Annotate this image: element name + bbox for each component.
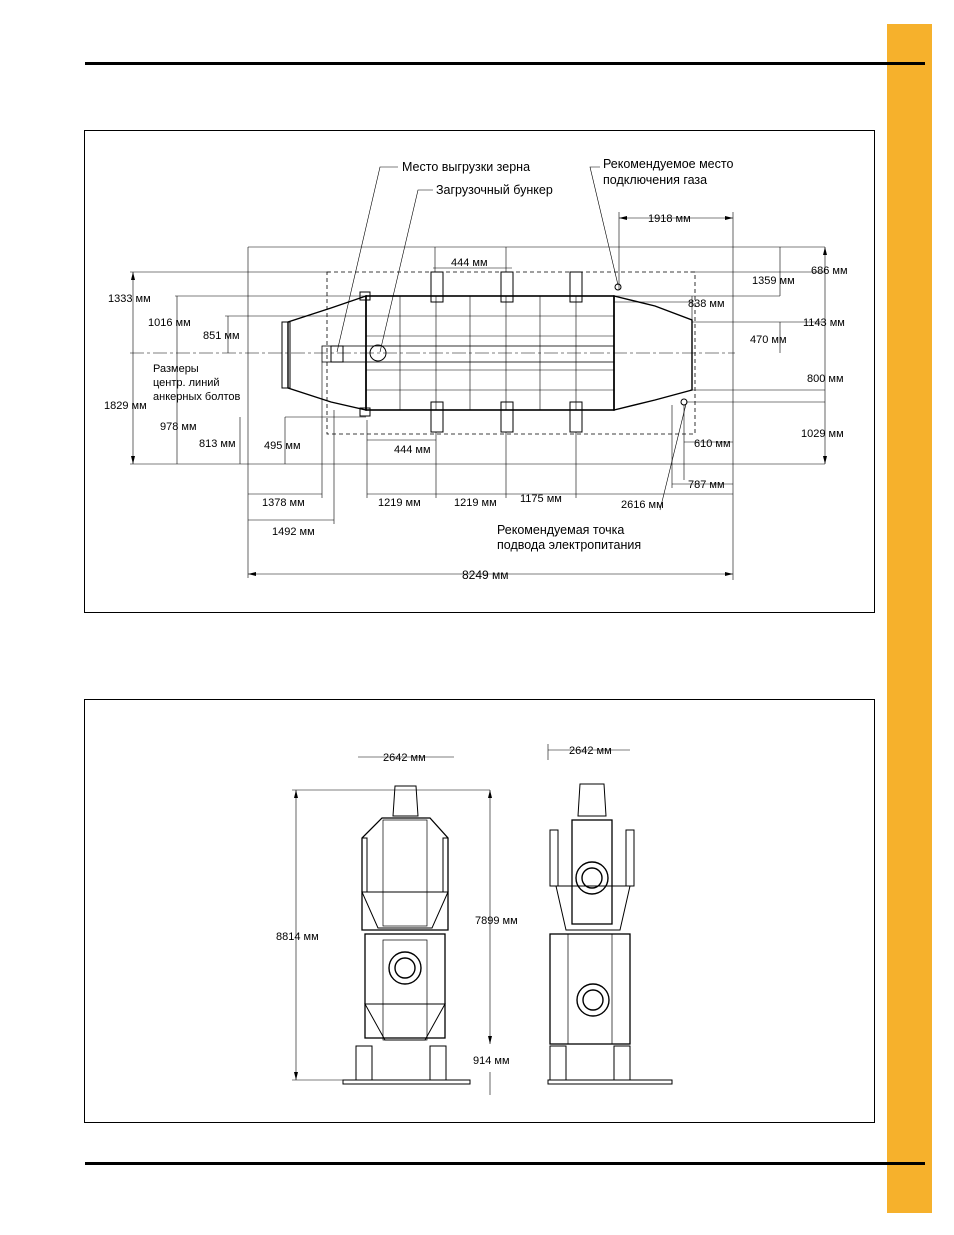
dim-1029: 1029 мм (801, 428, 844, 440)
page-tab (887, 24, 932, 1213)
dim-787: 787 мм (688, 479, 725, 491)
dim-978: 978 мм (160, 421, 197, 433)
dim-610: 610 мм (694, 438, 731, 450)
label-grain-discharge: Место выгрузки зерна (402, 160, 530, 174)
plan-view-frame (84, 130, 875, 613)
dim-1219-b: 1219 мм (454, 497, 497, 509)
footer-rule (85, 1162, 925, 1165)
dim-2642-right: 2642 мм (569, 745, 612, 757)
label-gas-line1: Рекомендуемое место (603, 157, 733, 171)
dim-686: 686 мм (811, 265, 848, 277)
dim-800: 800 мм (807, 373, 844, 385)
dim-851: 851 мм (203, 330, 240, 342)
dim-444-top: 444 мм (451, 257, 488, 269)
dim-914: 914 мм (473, 1055, 510, 1067)
label-anchor-line1: Размеры (153, 363, 199, 375)
dim-444-bottom: 444 мм (394, 444, 431, 456)
label-anchor-line2: центр. линий (153, 377, 220, 389)
dim-2642-left: 2642 мм (383, 752, 426, 764)
dim-495: 495 мм (264, 440, 301, 452)
label-anchor-line3: анкерных болтов (153, 391, 241, 403)
dim-813: 813 мм (199, 438, 236, 450)
dim-470: 470 мм (750, 334, 787, 346)
dim-1918: 1918 мм (648, 213, 691, 225)
dim-1359: 1359 мм (752, 275, 795, 287)
dim-8814: 8814 мм (276, 931, 319, 943)
dim-838: 838 мм (688, 298, 725, 310)
label-gas-line2: подключения газа (603, 173, 707, 187)
dim-2616: 2616 мм (621, 499, 664, 511)
dim-7899: 7899 мм (475, 915, 518, 927)
dim-1143: 1143 мм (803, 317, 845, 329)
dim-1175: 1175 мм (520, 493, 562, 505)
header-rule (85, 62, 925, 65)
label-hopper: Загрузочный бункер (436, 183, 553, 197)
dim-8249: 8249 мм (462, 568, 509, 582)
dim-1016: 1016 мм (148, 317, 191, 329)
dim-1219-a: 1219 мм (378, 497, 421, 509)
dim-1378: 1378 мм (262, 497, 305, 509)
dim-1333: 1333 мм (108, 293, 151, 305)
elevation-view-frame (84, 699, 875, 1123)
label-power-line2: подвода электропитания (497, 538, 641, 552)
dim-1492: 1492 мм (272, 526, 315, 538)
label-power-line1: Рекомендуемая точка (497, 523, 624, 537)
dim-1829: 1829 мм (104, 400, 147, 412)
